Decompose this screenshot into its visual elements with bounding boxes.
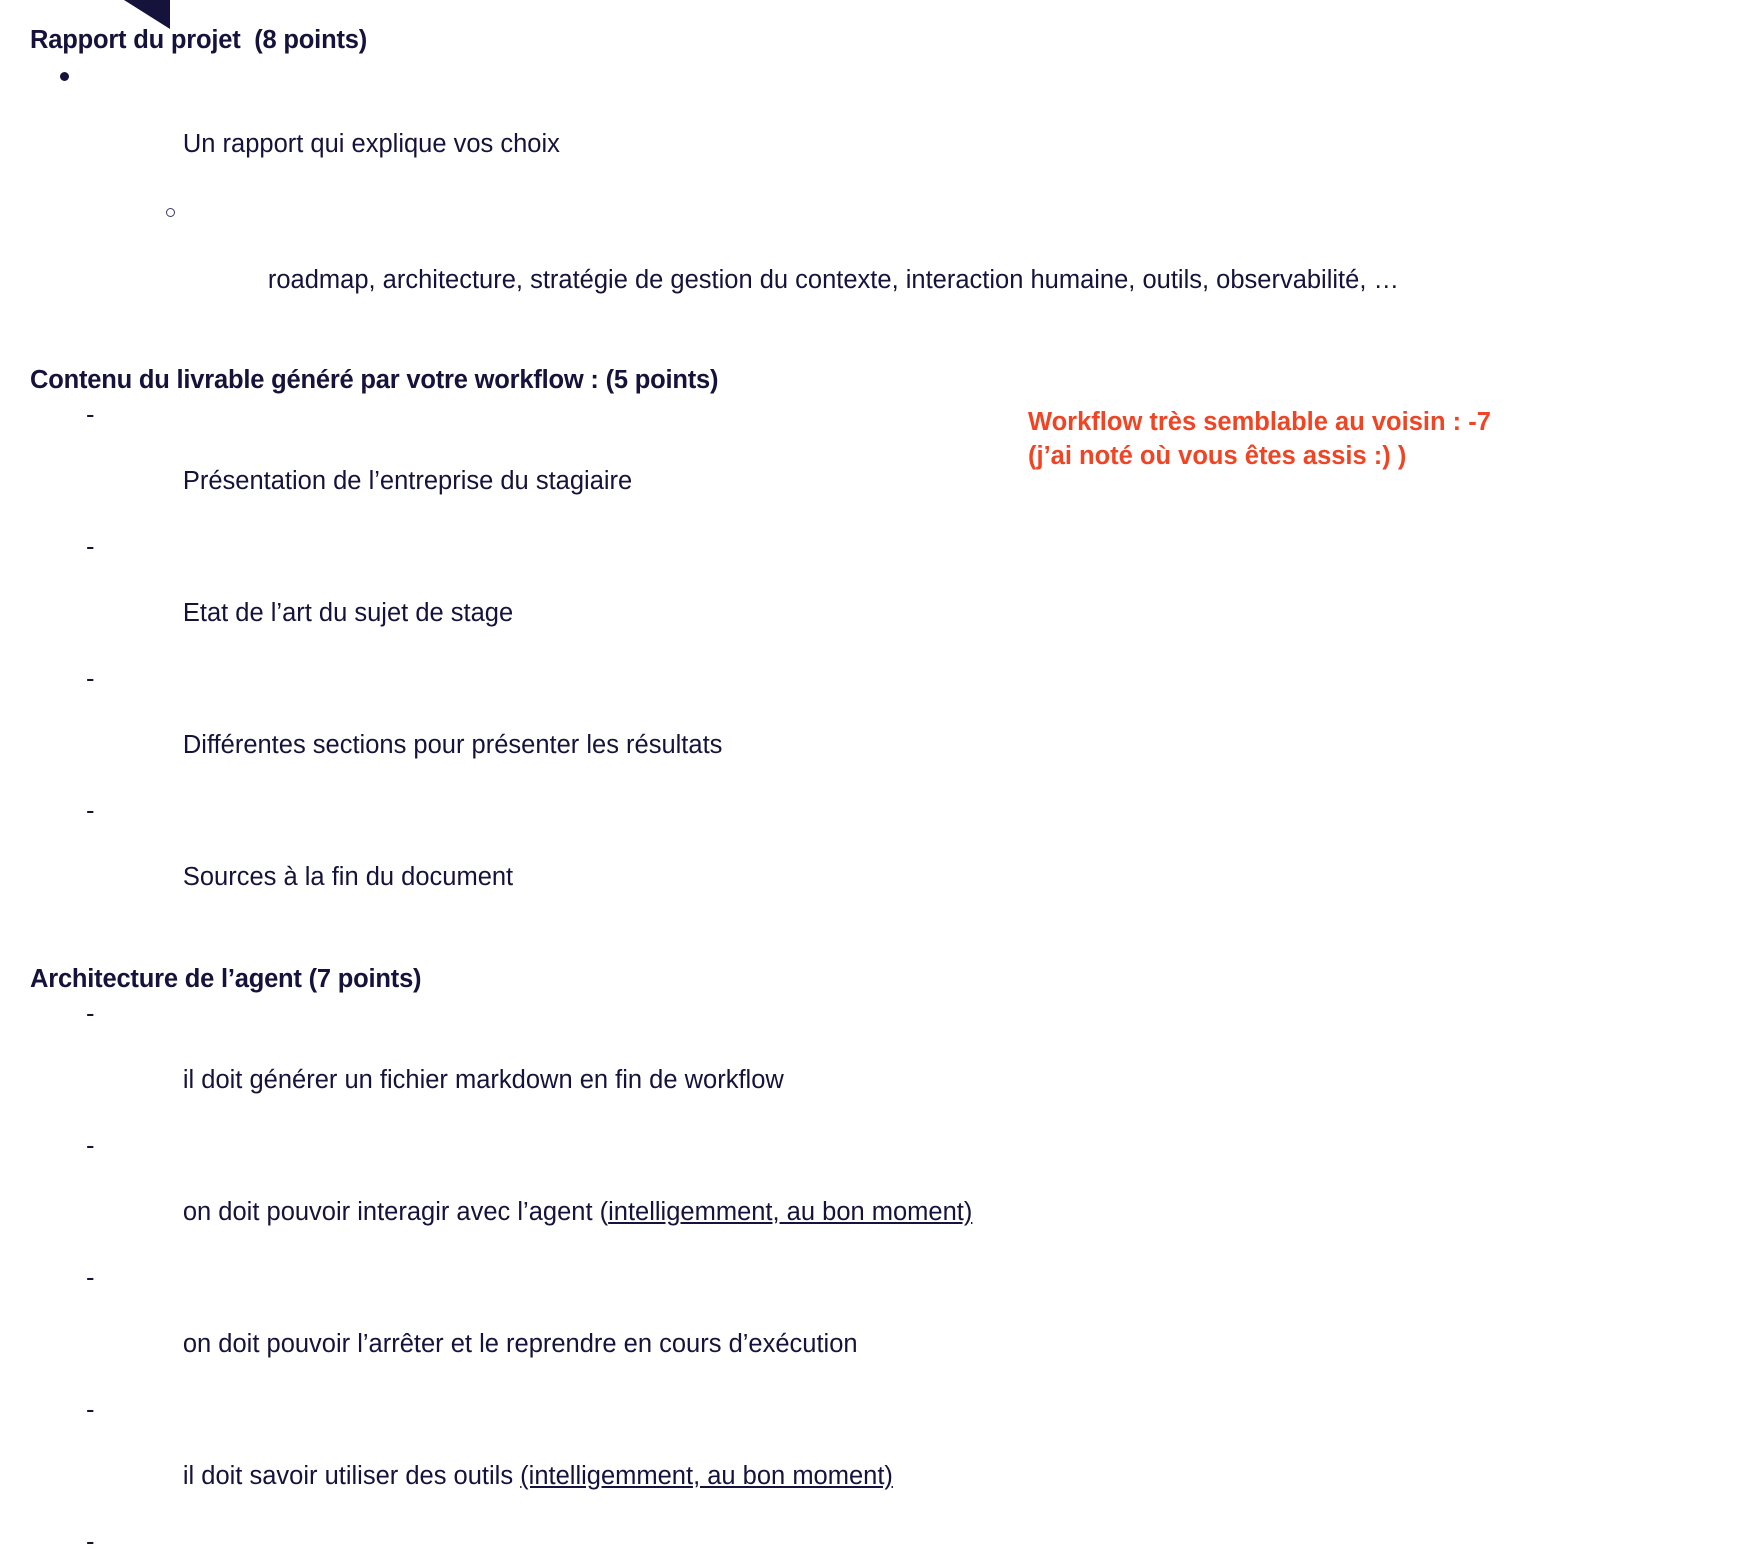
list-item: - on doit pouvoir l’arrêter et le repren…: [30, 1262, 1030, 1394]
section-architecture: Architecture de l’agent (7 points) - il …: [30, 961, 1030, 1558]
list-item-label: Présentation de l’entreprise du stagiair…: [182, 467, 633, 495]
slide: Rapport du projet (8 points) Un rapport …: [30, 0, 1588, 1556]
slide-content: Rapport du projet (8 points) Un rapport …: [30, 22, 1399, 1558]
annotation-line-2: (j’ai noté où vous êtes assis :) ): [1028, 442, 1407, 470]
list-item-label: Différentes sections pour présenter les …: [182, 731, 723, 759]
section-heading-architecture: Architecture de l’agent (7 points): [30, 965, 422, 993]
list-item: - Différentes sections pour présenter le…: [30, 663, 1030, 795]
list-item: - il doit générer un fichier markdown en…: [30, 998, 1030, 1130]
section-rapport: Rapport du projet (8 points) Un rapport …: [30, 22, 1399, 331]
rapport-sub-bullet-list: roadmap, architecture, stratégie de gest…: [30, 195, 1399, 331]
navy-triangle-icon: [124, 0, 170, 29]
list-item-label: roadmap, architecture, stratégie de gest…: [267, 266, 1399, 294]
section-spacer: [30, 331, 1030, 362]
dash-marker-icon: -: [86, 797, 95, 825]
contenu-dash-list: - Présentation de l’entreprise du stagia…: [30, 399, 1030, 927]
section-heading-rapport: Rapport du projet (8 points): [30, 26, 368, 54]
list-item: - on doit pouvoir interagir avec l’agent…: [30, 1130, 1030, 1262]
bullet-circle-icon: [166, 208, 175, 217]
dash-marker-icon: -: [86, 665, 95, 693]
list-item: roadmap, architecture, stratégie de gest…: [30, 195, 1399, 331]
dash-marker-icon: -: [86, 1528, 95, 1556]
bullet-dot-icon: [60, 72, 69, 81]
architecture-dash-list: - il doit générer un fichier markdown en…: [30, 998, 1030, 1558]
list-item-emphasis: intelligemment, au bon moment): [608, 1198, 973, 1226]
dash-marker-icon: -: [86, 1396, 95, 1424]
dash-marker-icon: -: [86, 1132, 95, 1160]
list-item: - Sources à la fin du document: [30, 795, 1030, 927]
list-item-label: on doit pouvoir interagir avec l’agent (: [182, 1198, 609, 1226]
list-item-label: il doit savoir utiliser des outils: [182, 1462, 521, 1490]
list-item: - il doit bien gérer son contexte (mémoi…: [30, 1526, 1030, 1558]
section-spacer: [30, 927, 1030, 961]
list-item-label: il doit générer un fichier markdown en f…: [182, 1066, 784, 1094]
list-item-label: Un rapport qui explique vos choix: [182, 130, 560, 158]
list-item: - il doit savoir utiliser des outils (in…: [30, 1394, 1030, 1526]
dash-marker-icon: -: [86, 1264, 95, 1292]
list-item-label: Etat de l’art du sujet de stage: [182, 599, 514, 627]
list-item-emphasis: (intelligemment, au bon moment): [520, 1462, 893, 1490]
red-annotation: Workflow très semblable au voisin : -7 (…: [1028, 405, 1588, 473]
list-item: - Etat de l’art du sujet de stage: [30, 531, 1030, 663]
list-item-label: Sources à la fin du document: [182, 863, 514, 891]
rapport-bullet-list: Un rapport qui explique vos choix: [30, 59, 1030, 195]
dash-marker-icon: -: [86, 1000, 95, 1028]
list-item: Un rapport qui explique vos choix: [30, 59, 1030, 195]
section-heading-contenu: Contenu du livrable généré par votre wor…: [30, 366, 719, 394]
dash-marker-icon: -: [86, 401, 95, 429]
list-item: - Présentation de l’entreprise du stagia…: [30, 399, 1030, 531]
annotation-line-1: Workflow très semblable au voisin : -7: [1028, 408, 1491, 436]
list-item-label: on doit pouvoir l’arrêter et le reprendr…: [182, 1330, 858, 1358]
dash-marker-icon: -: [86, 533, 95, 561]
section-contenu: Contenu du livrable généré par votre wor…: [30, 362, 1030, 927]
